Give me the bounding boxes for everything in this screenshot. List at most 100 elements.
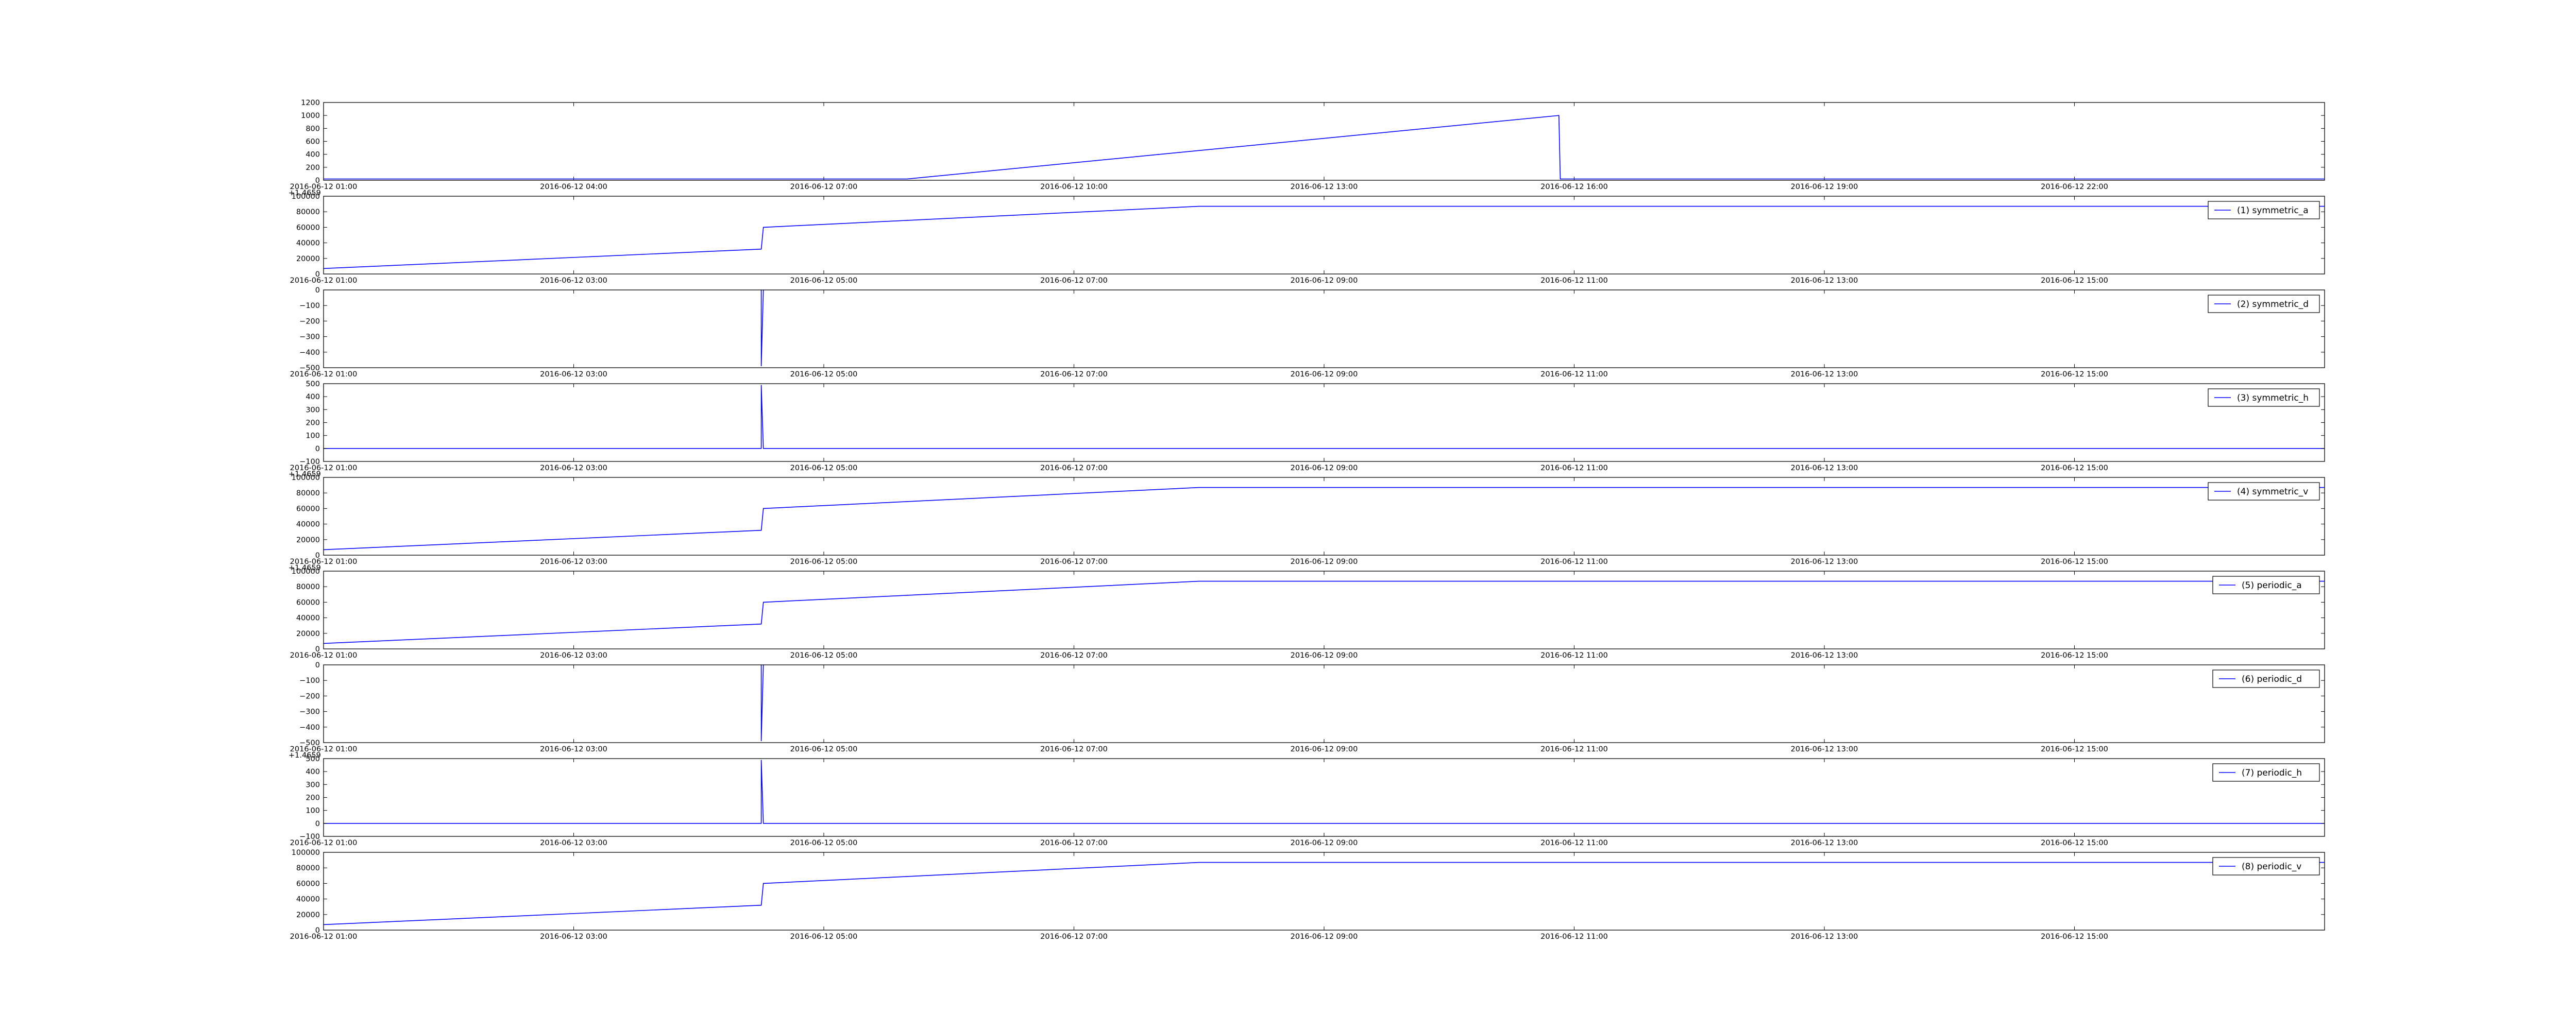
x-tick-label: 2016-06-12 05:00 xyxy=(790,464,858,472)
y-tick-label: 80000 xyxy=(296,489,320,497)
x-tick-label: 2016-06-12 13:00 xyxy=(1791,651,1858,660)
x-tick-label: 2016-06-12 03:00 xyxy=(540,370,607,379)
legend-label: (2) symmetric_d xyxy=(2237,299,2309,310)
legend: (8) periodic_v xyxy=(2212,857,2320,876)
y-tick-label: 0 xyxy=(315,552,320,560)
axes-frame xyxy=(323,664,2325,743)
x-tick-label: 2016-06-12 07:00 xyxy=(1040,370,1108,379)
y-tick-label: 80000 xyxy=(296,208,320,216)
x-tick-label: 2016-06-12 03:00 xyxy=(540,839,607,847)
y-tick-label: 0 xyxy=(315,926,320,935)
y-tick-label: 20000 xyxy=(296,255,320,263)
x-tick-label: 2016-06-12 13:00 xyxy=(1791,745,1858,753)
y-tick-label: 40000 xyxy=(296,521,320,529)
legend: (1) symmetric_a xyxy=(2208,201,2320,219)
x-tick-label: 2016-06-12 07:00 xyxy=(1040,558,1108,566)
y-tick-label: 500 xyxy=(306,755,320,763)
x-tick-label: 2016-06-12 01:00 xyxy=(290,558,358,566)
series-line-8-1 xyxy=(324,760,2325,824)
x-tick-label: 2016-06-12 01:00 xyxy=(290,370,358,379)
y-tick-label: 800 xyxy=(306,125,320,133)
y-tick-label: 400 xyxy=(306,768,320,776)
x-tick-label: 2016-06-12 09:00 xyxy=(1291,277,1358,285)
x-tick-label: 2016-06-12 05:00 xyxy=(790,651,858,660)
y-tick-label: 60000 xyxy=(296,880,320,888)
legend-label: (1) symmetric_a xyxy=(2237,205,2309,216)
y-tick-label: 600 xyxy=(306,138,320,146)
legend-label: (5) periodic_a xyxy=(2242,580,2302,591)
subplot-5: 0 20000 40000 60000 80000 100000 2016-06-12 01… xyxy=(289,470,2325,566)
x-tick-label: 2016-06-12 01:00 xyxy=(290,933,358,941)
x-tick-label: 2016-06-12 16:00 xyxy=(1540,183,1608,191)
y-tick-label: 200 xyxy=(306,164,320,172)
y-tick-label: −400 xyxy=(299,724,320,732)
x-tick-label: 2016-06-12 11:00 xyxy=(1540,464,1608,472)
y-tick-label: −300 xyxy=(299,708,320,716)
y-tick-label: 100000 xyxy=(292,474,320,482)
y-tick-label: 300 xyxy=(306,406,320,414)
x-tick-label: 2016-06-12 05:00 xyxy=(790,370,858,379)
axis-offset-label: +1.4659 xyxy=(289,189,321,197)
y-tick-label: 80000 xyxy=(296,864,320,872)
x-tick-label: 2016-06-12 07:00 xyxy=(1040,745,1108,753)
x-tick-label: 2016-06-12 22:00 xyxy=(2041,183,2108,191)
x-tick-label: 2016-06-12 03:00 xyxy=(540,933,607,941)
y-tick-label: 60000 xyxy=(296,505,320,513)
y-tick-label: 80000 xyxy=(296,583,320,591)
x-tick-label: 2016-06-12 05:00 xyxy=(790,277,858,285)
y-tick-label: 0 xyxy=(315,270,320,279)
x-tick-label: 2016-06-12 11:00 xyxy=(1540,370,1608,379)
axes-frame xyxy=(323,852,2325,931)
legend: (7) periodic_h xyxy=(2212,763,2320,782)
y-tick-label: 100 xyxy=(306,807,320,815)
y-tick-label: 100000 xyxy=(292,568,320,576)
x-tick-label: 2016-06-12 09:00 xyxy=(1291,464,1358,472)
x-tick-label: 2016-06-12 11:00 xyxy=(1540,651,1608,660)
series-line-9-1 xyxy=(323,862,2325,925)
legend-label: (8) periodic_v xyxy=(2242,862,2301,872)
x-tick-label: 2016-06-12 13:00 xyxy=(1791,933,1858,941)
axis-offset-label: +1.4659 xyxy=(289,564,321,572)
x-tick-label: 2016-06-12 07:00 xyxy=(1040,839,1108,847)
x-tick-label: 2016-06-12 05:00 xyxy=(790,933,858,941)
x-tick-label: 2016-06-12 05:00 xyxy=(790,839,858,847)
x-tick-label: 2016-06-12 15:00 xyxy=(2041,464,2108,472)
x-tick-label: 2016-06-12 13:00 xyxy=(1791,558,1858,566)
y-tick-label: 20000 xyxy=(296,911,320,919)
x-tick-label: 2016-06-12 11:00 xyxy=(1540,839,1608,847)
y-tick-label: −100 xyxy=(299,458,320,466)
axes-frame xyxy=(323,758,2325,837)
y-tick-label: 400 xyxy=(306,393,320,401)
axes-frame xyxy=(323,383,2325,462)
x-tick-label: 2016-06-12 13:00 xyxy=(1291,183,1358,191)
x-tick-label: 2016-06-12 15:00 xyxy=(2041,933,2108,941)
y-tick-label: 40000 xyxy=(296,614,320,623)
x-tick-label: 2016-06-12 05:00 xyxy=(790,745,858,753)
x-tick-label: 2016-06-12 11:00 xyxy=(1540,745,1608,753)
x-tick-label: 2016-06-12 01:00 xyxy=(290,839,358,847)
x-tick-label: 2016-06-12 03:00 xyxy=(540,464,607,472)
x-tick-label: 2016-06-12 15:00 xyxy=(2041,839,2108,847)
x-tick-label: 2016-06-12 09:00 xyxy=(1291,933,1358,941)
axes-frame xyxy=(323,102,2325,181)
y-tick-label: −500 xyxy=(299,364,320,372)
x-tick-label: 2016-06-12 01:00 xyxy=(290,277,358,285)
x-tick-label: 2016-06-12 10:00 xyxy=(1040,183,1108,191)
x-tick-label: 2016-06-12 07:00 xyxy=(1040,933,1108,941)
y-tick-label: −400 xyxy=(299,349,320,357)
x-tick-label: 2016-06-12 03:00 xyxy=(540,558,607,566)
axis-offset-label: +1.4659 xyxy=(289,751,321,760)
y-tick-label: 200 xyxy=(306,794,320,802)
y-tick-label: 20000 xyxy=(296,536,320,544)
legend-label: (4) symmetric_v xyxy=(2237,487,2308,497)
legend: (6) periodic_d xyxy=(2212,670,2320,688)
x-tick-label: 2016-06-12 09:00 xyxy=(1291,370,1358,379)
y-tick-label: 200 xyxy=(306,419,320,427)
series-line-6-1 xyxy=(323,580,2325,644)
